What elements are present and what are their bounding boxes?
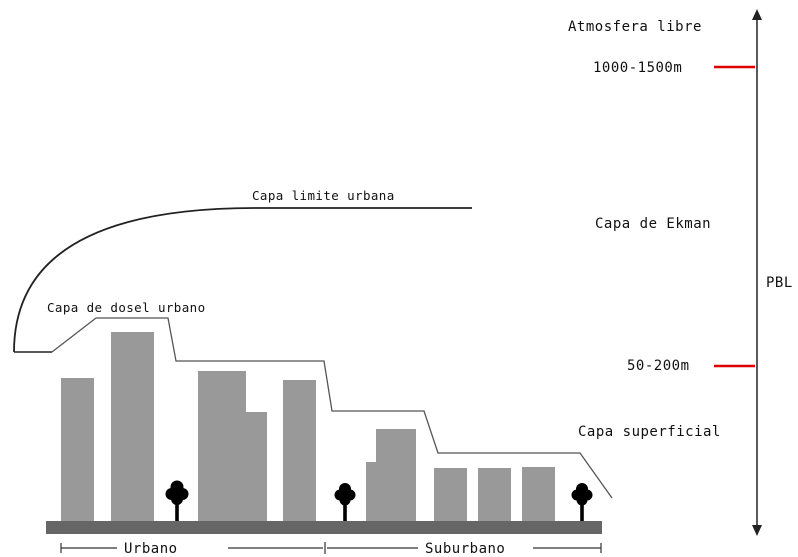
- pbl-label: PBL: [766, 275, 793, 291]
- building: [246, 412, 267, 521]
- free-atmosphere-label: Atmosfera libre: [568, 19, 702, 35]
- height-top-label: 1000-1500m: [593, 60, 682, 76]
- building: [61, 378, 94, 521]
- height-bottom-label: 50-200m: [627, 358, 690, 374]
- pbl-axis-arrow: [752, 9, 762, 536]
- surface-layer-label: Capa superficial: [578, 424, 721, 440]
- urban-zone-label: Urbano: [124, 541, 178, 557]
- building: [198, 371, 246, 521]
- building: [434, 468, 467, 521]
- building: [366, 462, 376, 521]
- building: [111, 332, 154, 521]
- building: [283, 380, 316, 521]
- tree-icon: [571, 483, 593, 521]
- pbl-label-bg: [764, 271, 798, 293]
- building: [376, 429, 416, 521]
- suburban-zone-label: Suburbano: [425, 541, 505, 557]
- tree-icon: [165, 480, 189, 521]
- building: [522, 467, 555, 521]
- buildings: [61, 332, 555, 521]
- urban-canopy-layer-label: Capa de dosel urbano: [47, 300, 206, 315]
- building: [478, 468, 511, 521]
- ekman-layer-label: Capa de Ekman: [595, 216, 711, 232]
- ground-strip: [46, 521, 602, 534]
- urban-boundary-layer-curve: [13, 207, 472, 353]
- tree-icon: [334, 483, 356, 521]
- zone-bracket: [60, 542, 602, 554]
- urban-canopy-envelope: [51, 317, 613, 499]
- urban-boundary-layer-label: Capa limite urbana: [252, 188, 395, 203]
